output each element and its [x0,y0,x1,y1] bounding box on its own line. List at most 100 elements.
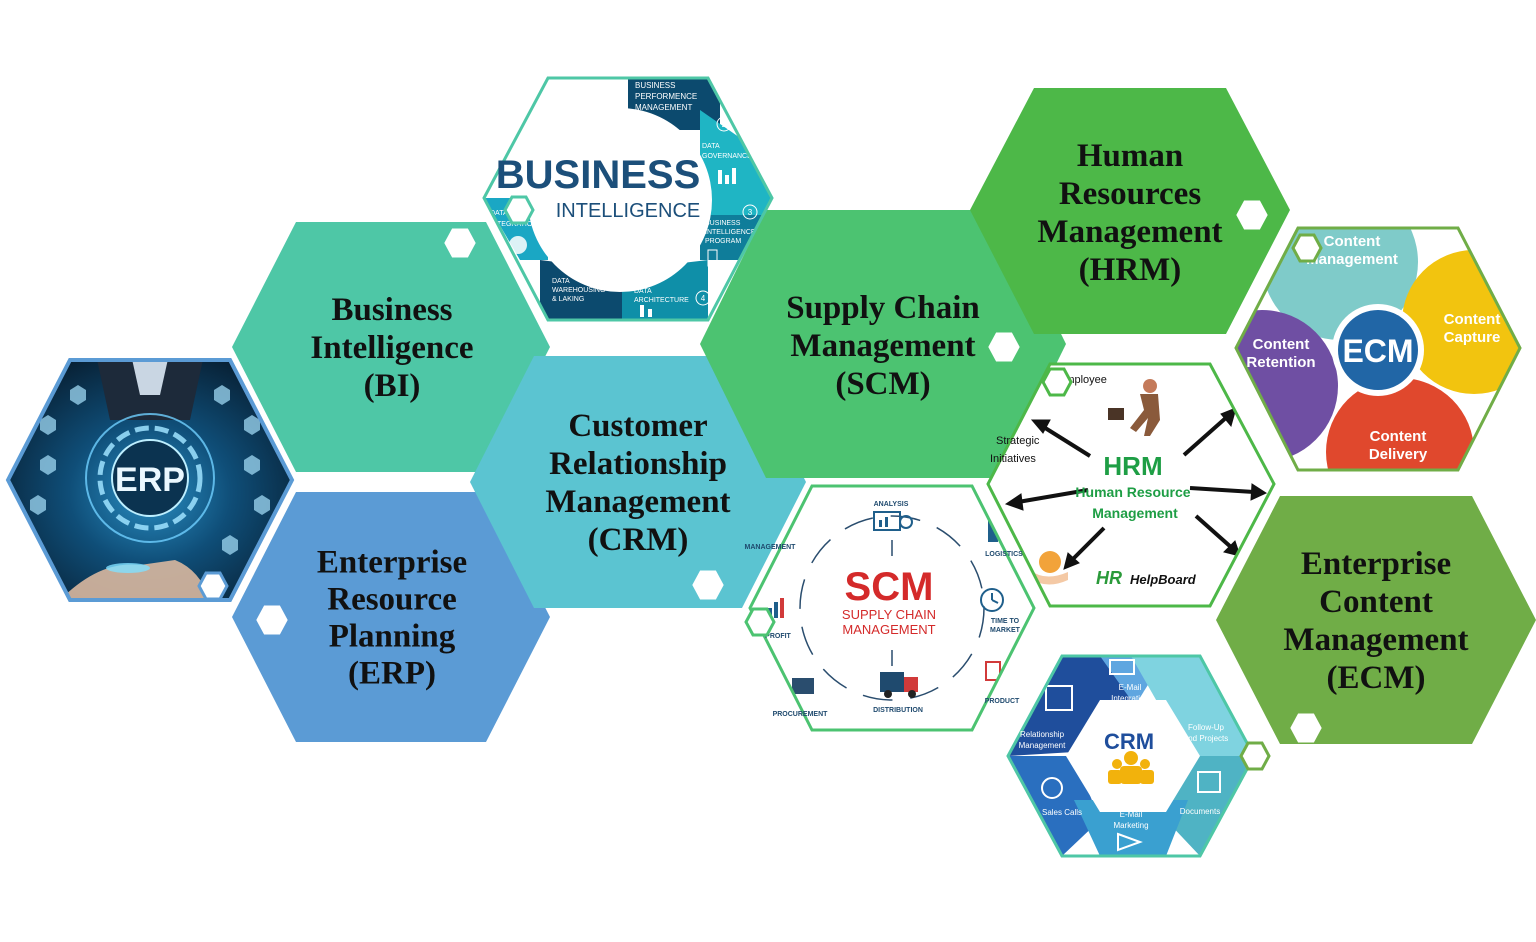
erp-image-hexagon: ERP [5,358,295,602]
crm-marker-hexagon [692,570,724,600]
hrm-title-line-3: Management [1037,214,1222,250]
hrm-image-brand-mark: HR [1096,568,1122,588]
hrm-image-brand: HelpBoard [1130,572,1197,587]
hrm-image-marker-hexagon [1041,367,1073,397]
scm-image-procurement: PROCUREMENT [773,711,829,718]
ecm-hexagon [1216,496,1536,744]
scm-image-subtitle-1: SUPPLY CHAIN [842,607,936,622]
scm-marker-hexagon [988,332,1020,362]
ecm-title-line-3: Management [1283,622,1468,658]
svg-text:BUSINESS: BUSINESS [705,220,741,227]
scm-image-marker-hexagon [744,607,776,637]
svg-text:DATA: DATA [702,143,720,150]
scm-image-time-1: TIME TO [991,618,1020,625]
scm-image-profit: PROFIT [765,633,791,640]
crm-image-sales-calls: Sales Calls [1042,808,1082,817]
hrm-hexagon [970,88,1290,334]
crm-title-line-3: Management [545,484,730,520]
bi-title-line-1: Business [331,292,452,328]
hrm-title-line-2: Resources [1059,176,1202,212]
svg-text:& LAKING: & LAKING [552,296,584,303]
scm-title-line-3: (SCM) [835,366,930,402]
bi-title-line-3: (BI) [364,368,421,404]
hrm-image-initiatives: Initiatives [990,453,1036,465]
ecm-image-marker-hexagon [1291,233,1323,263]
hrm-image-subtitle-1: Human Resource [1075,484,1190,500]
svg-text:4: 4 [701,294,706,303]
svg-text:2: 2 [722,120,727,129]
scm-image-product: PRODUCT [985,698,1020,705]
crm-title-line-4: (CRM) [588,522,689,558]
svg-text:DATA: DATA [490,210,508,217]
svg-text:PERFORMENCE: PERFORMENCE [635,92,697,101]
scm-image-distribution: DISTRIBUTION [873,707,923,714]
svg-text:WAREHOUSING: WAREHOUSING [552,287,605,294]
erp-title-line-1: Enterprise [317,545,467,581]
ecm-title-line-2: Content [1319,584,1433,620]
crm-hexagon [470,356,806,608]
scm-image-time-2: MARKET [990,627,1021,634]
scm-image-hexagon: SCM SUPPLY CHAIN MANAGEMENT ANALYSIS MAN… [745,484,1036,732]
erp-hexagon [232,492,550,742]
crm-title-line-1: Customer [568,408,707,444]
hrm-image-title: HRM [1103,451,1162,481]
svg-text:DATA: DATA [552,278,570,285]
hrm-marker-hexagon [1236,200,1268,230]
bi-image-title: BUSINESS [496,153,701,197]
bi-image-item-1: BUSINESS [635,81,675,90]
erp-title-line-4: (ERP) [348,656,436,692]
svg-text:GOVERNANCE: GOVERNANCE [702,153,752,160]
bi-image-marker-hexagon [503,195,535,225]
erp-image-label: ERP [115,461,185,499]
scm-image-management-left: MANAGEMENT [745,544,797,551]
scm-image-subtitle-2: MANAGEMENT [842,622,935,637]
ecm-marker-hexagon [1290,713,1322,743]
bi-marker-hexagon [444,228,476,258]
erp-marker-hexagon [256,605,288,635]
crm-title-line-2: Relationship [549,446,727,482]
erp-title-line-2: Resource [327,582,457,618]
svg-text:DATA: DATA [634,288,652,295]
svg-text:ARCHITECTURE: ARCHITECTURE [634,297,689,304]
hrm-image-hexagon: HRM Human Resource Management Employee S… [986,362,1276,608]
scm-image-logistics: LOGISTICS [985,551,1023,558]
svg-text:MANAGEMENT: MANAGEMENT [635,103,692,112]
bi-image-subtitle: INTELLIGENCE [556,200,700,222]
scm-image-analysis: ANALYSIS [874,501,909,508]
svg-text:3: 3 [748,208,753,217]
erp-image-marker-hexagon [197,571,229,601]
bi-title-line-2: Intelligence [310,330,473,366]
svg-text:INTELLIGENCE: INTELLIGENCE [705,229,756,236]
scm-hexagon [700,210,1066,478]
bi-hexagon [232,222,550,472]
hrm-image-strategic: Strategic [996,435,1040,447]
ecm-title-line-1: Enterprise [1301,546,1451,582]
scm-title-line-1: Supply Chain [786,290,980,326]
crm-image-documents: Documents [1180,807,1220,816]
scm-title-line-2: Management [790,328,975,364]
crm-image-marker-hexagon [1239,741,1271,771]
svg-text:6: 6 [524,270,529,279]
ecm-image-center: ECM [1342,333,1413,369]
svg-text:PROGRAM: PROGRAM [705,238,741,245]
erp-title-line-3: Planning [329,619,456,655]
ecm-title-line-4: (ECM) [1327,660,1426,696]
hrm-image-subtitle-2: Management [1092,505,1178,521]
scm-image-title: SCM [845,565,934,609]
